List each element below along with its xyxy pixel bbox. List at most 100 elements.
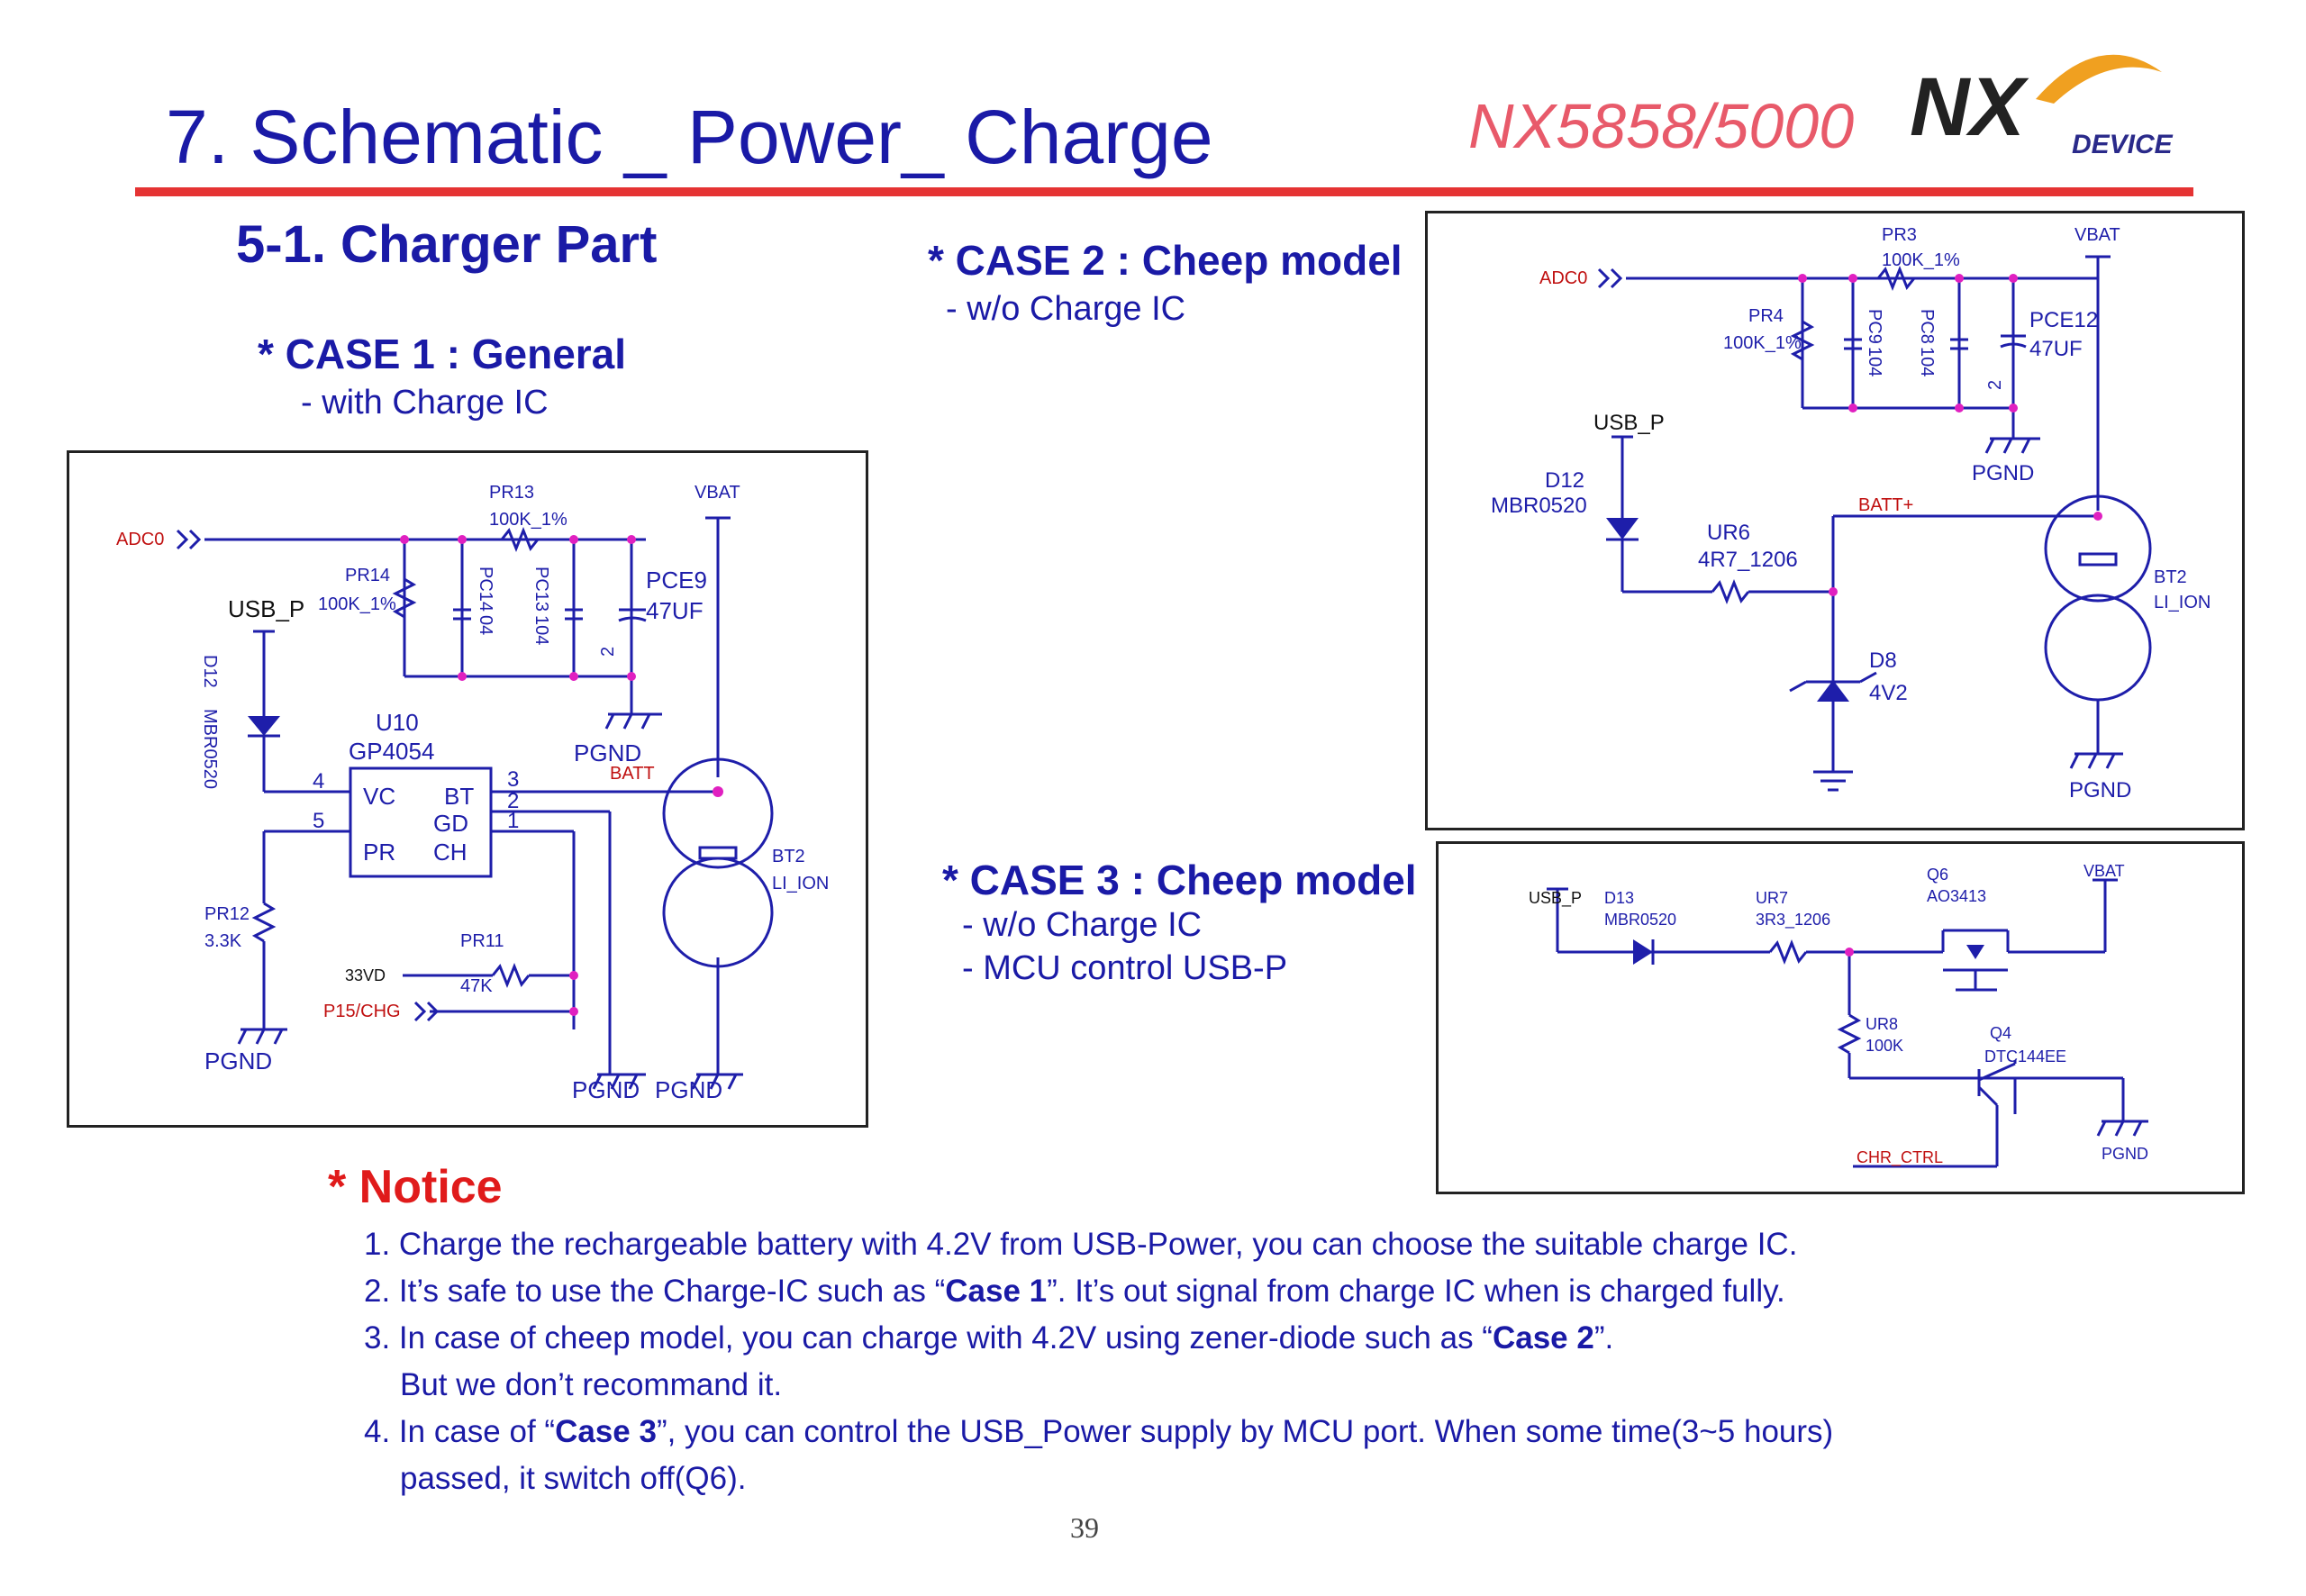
page-number: 39 bbox=[1070, 1511, 1099, 1544]
svg-text:104: 104 bbox=[1865, 347, 1884, 376]
svg-text:04: 04 bbox=[476, 615, 495, 635]
svg-text:UR7: UR7 bbox=[1756, 889, 1788, 907]
svg-text:D12: D12 bbox=[1545, 468, 1584, 493]
svg-text:PGND: PGND bbox=[2102, 1145, 2148, 1163]
svg-text:100K_1%: 100K_1% bbox=[318, 594, 396, 614]
svg-text:MBR0520: MBR0520 bbox=[200, 709, 220, 789]
svg-text:3R3_1206: 3R3_1206 bbox=[1756, 911, 1830, 929]
case2-title: * CASE 2 : Cheep model bbox=[928, 237, 1403, 284]
svg-text:BT2: BT2 bbox=[772, 847, 805, 866]
svg-text:PR11: PR11 bbox=[460, 931, 504, 951]
svg-text:1: 1 bbox=[507, 809, 519, 833]
svg-text:PR12: PR12 bbox=[204, 904, 250, 924]
svg-text:47K: 47K bbox=[460, 976, 493, 996]
notice-item-3: 3. In case of cheep model, you can charg… bbox=[364, 1320, 1614, 1356]
svg-text:47UF: 47UF bbox=[646, 597, 704, 624]
model-number: NX5858/5000 bbox=[1468, 91, 1855, 161]
svg-text:P15/CHG: P15/CHG bbox=[323, 1002, 401, 1021]
notice-title: * Notice bbox=[328, 1161, 503, 1213]
svg-text:MBR0520: MBR0520 bbox=[1604, 911, 1676, 929]
svg-text:NX: NX bbox=[1910, 61, 2029, 153]
svg-text:PCE12: PCE12 bbox=[2029, 308, 2098, 332]
notice-item-3-cont: But we don’t recommand it. bbox=[400, 1367, 783, 1402]
nx-device-logo: NX DEVICE bbox=[1910, 54, 2174, 159]
svg-text:DEVICE: DEVICE bbox=[2072, 130, 2174, 159]
notice-item-2: 2. It’s safe to use the Charge-IC such a… bbox=[364, 1274, 1785, 1309]
svg-text:PC9: PC9 bbox=[1865, 309, 1884, 344]
case1-title: * CASE 1 : General bbox=[258, 331, 627, 377]
svg-text:2: 2 bbox=[1985, 380, 2005, 390]
svg-text:USB_P: USB_P bbox=[1529, 889, 1582, 908]
svg-text:PR3: PR3 bbox=[1882, 225, 1917, 245]
svg-text:D8: D8 bbox=[1869, 648, 1897, 673]
svg-text:PR4: PR4 bbox=[1748, 306, 1784, 326]
svg-text:PGND: PGND bbox=[204, 1047, 272, 1075]
svg-text:PR14: PR14 bbox=[345, 566, 390, 585]
notice-item-1: 1. Charge the rechargeable battery with … bbox=[364, 1227, 1798, 1262]
svg-text:100K_1%: 100K_1% bbox=[1723, 333, 1802, 353]
svg-text:ADC0: ADC0 bbox=[1539, 268, 1587, 288]
svg-text:U10: U10 bbox=[376, 709, 419, 736]
svg-text:4V2: 4V2 bbox=[1869, 681, 1908, 705]
svg-text:UR8: UR8 bbox=[1866, 1015, 1898, 1033]
svg-text:GD: GD bbox=[433, 810, 468, 837]
svg-text:USB_P: USB_P bbox=[1593, 411, 1665, 435]
page-title: 7. Schematic _ Power_ Charge bbox=[166, 95, 1213, 179]
svg-text:PR13: PR13 bbox=[489, 483, 534, 503]
notice-item-4-cont: passed, it switch off(Q6). bbox=[400, 1461, 747, 1496]
svg-text:Q4: Q4 bbox=[1990, 1024, 2011, 1042]
svg-text:USB_P: USB_P bbox=[228, 595, 304, 622]
svg-text:VBAT: VBAT bbox=[2084, 862, 2125, 880]
svg-text:5: 5 bbox=[313, 809, 324, 833]
svg-text:100K: 100K bbox=[1866, 1037, 1903, 1055]
notice-item-4: 4. In case of “Case 3”, you can control … bbox=[364, 1414, 1834, 1449]
svg-text:PC8: PC8 bbox=[1917, 309, 1937, 344]
svg-text:CHR_CTRL: CHR_CTRL bbox=[1857, 1148, 1943, 1167]
svg-text:104: 104 bbox=[531, 615, 551, 645]
svg-text:PR: PR bbox=[363, 839, 395, 866]
svg-text:PGND: PGND bbox=[655, 1076, 722, 1103]
case2-subtitle: - w/o Charge IC bbox=[946, 290, 1186, 328]
case1-subtitle: - with Charge IC bbox=[301, 384, 549, 422]
svg-text:BATT: BATT bbox=[610, 764, 655, 784]
svg-text:104: 104 bbox=[1917, 347, 1937, 376]
case3-subtitle-1: - w/o Charge IC bbox=[962, 906, 1203, 944]
svg-text:PC14: PC14 bbox=[476, 567, 495, 612]
svg-text:CH: CH bbox=[433, 839, 468, 866]
svg-text:BT2: BT2 bbox=[2154, 567, 2187, 587]
svg-text:D13: D13 bbox=[1604, 889, 1634, 907]
svg-text:100K_1%: 100K_1% bbox=[1882, 250, 1960, 270]
svg-text:VC: VC bbox=[363, 783, 395, 810]
svg-text:GP4054: GP4054 bbox=[349, 738, 434, 765]
title-divider bbox=[135, 187, 2193, 196]
svg-text:3: 3 bbox=[507, 767, 519, 792]
svg-text:4: 4 bbox=[313, 769, 324, 793]
svg-text:PGND: PGND bbox=[1972, 461, 2034, 485]
svg-text:LI_ION: LI_ION bbox=[2154, 593, 2211, 612]
svg-text:VBAT: VBAT bbox=[2074, 225, 2120, 245]
svg-text:D12: D12 bbox=[200, 655, 220, 688]
svg-text:AO3413: AO3413 bbox=[1927, 887, 1986, 905]
svg-text:2: 2 bbox=[598, 647, 618, 657]
svg-text:100K_1%: 100K_1% bbox=[489, 510, 567, 530]
case3-title: * CASE 3 : Cheep model bbox=[942, 857, 1417, 903]
svg-text:ADC0: ADC0 bbox=[116, 530, 164, 549]
svg-text:PCE9: PCE9 bbox=[646, 567, 707, 594]
svg-text:33VD: 33VD bbox=[345, 966, 386, 984]
svg-text:DTC144EE: DTC144EE bbox=[1984, 1047, 2066, 1066]
svg-text:BATT+: BATT+ bbox=[1858, 495, 1913, 515]
case2-schematic: ADC0 PR3 100K_1% VBAT PR4 100K_1% PCE12 … bbox=[1425, 211, 2245, 830]
svg-text:BT: BT bbox=[444, 783, 474, 810]
svg-text:Q6: Q6 bbox=[1927, 866, 1948, 884]
svg-text:PGND: PGND bbox=[2069, 778, 2131, 803]
svg-text:PGND: PGND bbox=[574, 739, 641, 766]
svg-text:4R7_1206: 4R7_1206 bbox=[1698, 548, 1798, 572]
svg-text:3.3K: 3.3K bbox=[204, 931, 242, 951]
section-title: 5-1. Charger Part bbox=[236, 215, 658, 274]
svg-text:2: 2 bbox=[507, 789, 519, 813]
svg-text:PGND: PGND bbox=[572, 1076, 640, 1103]
svg-text:PC13: PC13 bbox=[531, 567, 551, 612]
svg-text:MBR0520: MBR0520 bbox=[1491, 494, 1587, 518]
svg-text:VBAT: VBAT bbox=[695, 483, 740, 503]
